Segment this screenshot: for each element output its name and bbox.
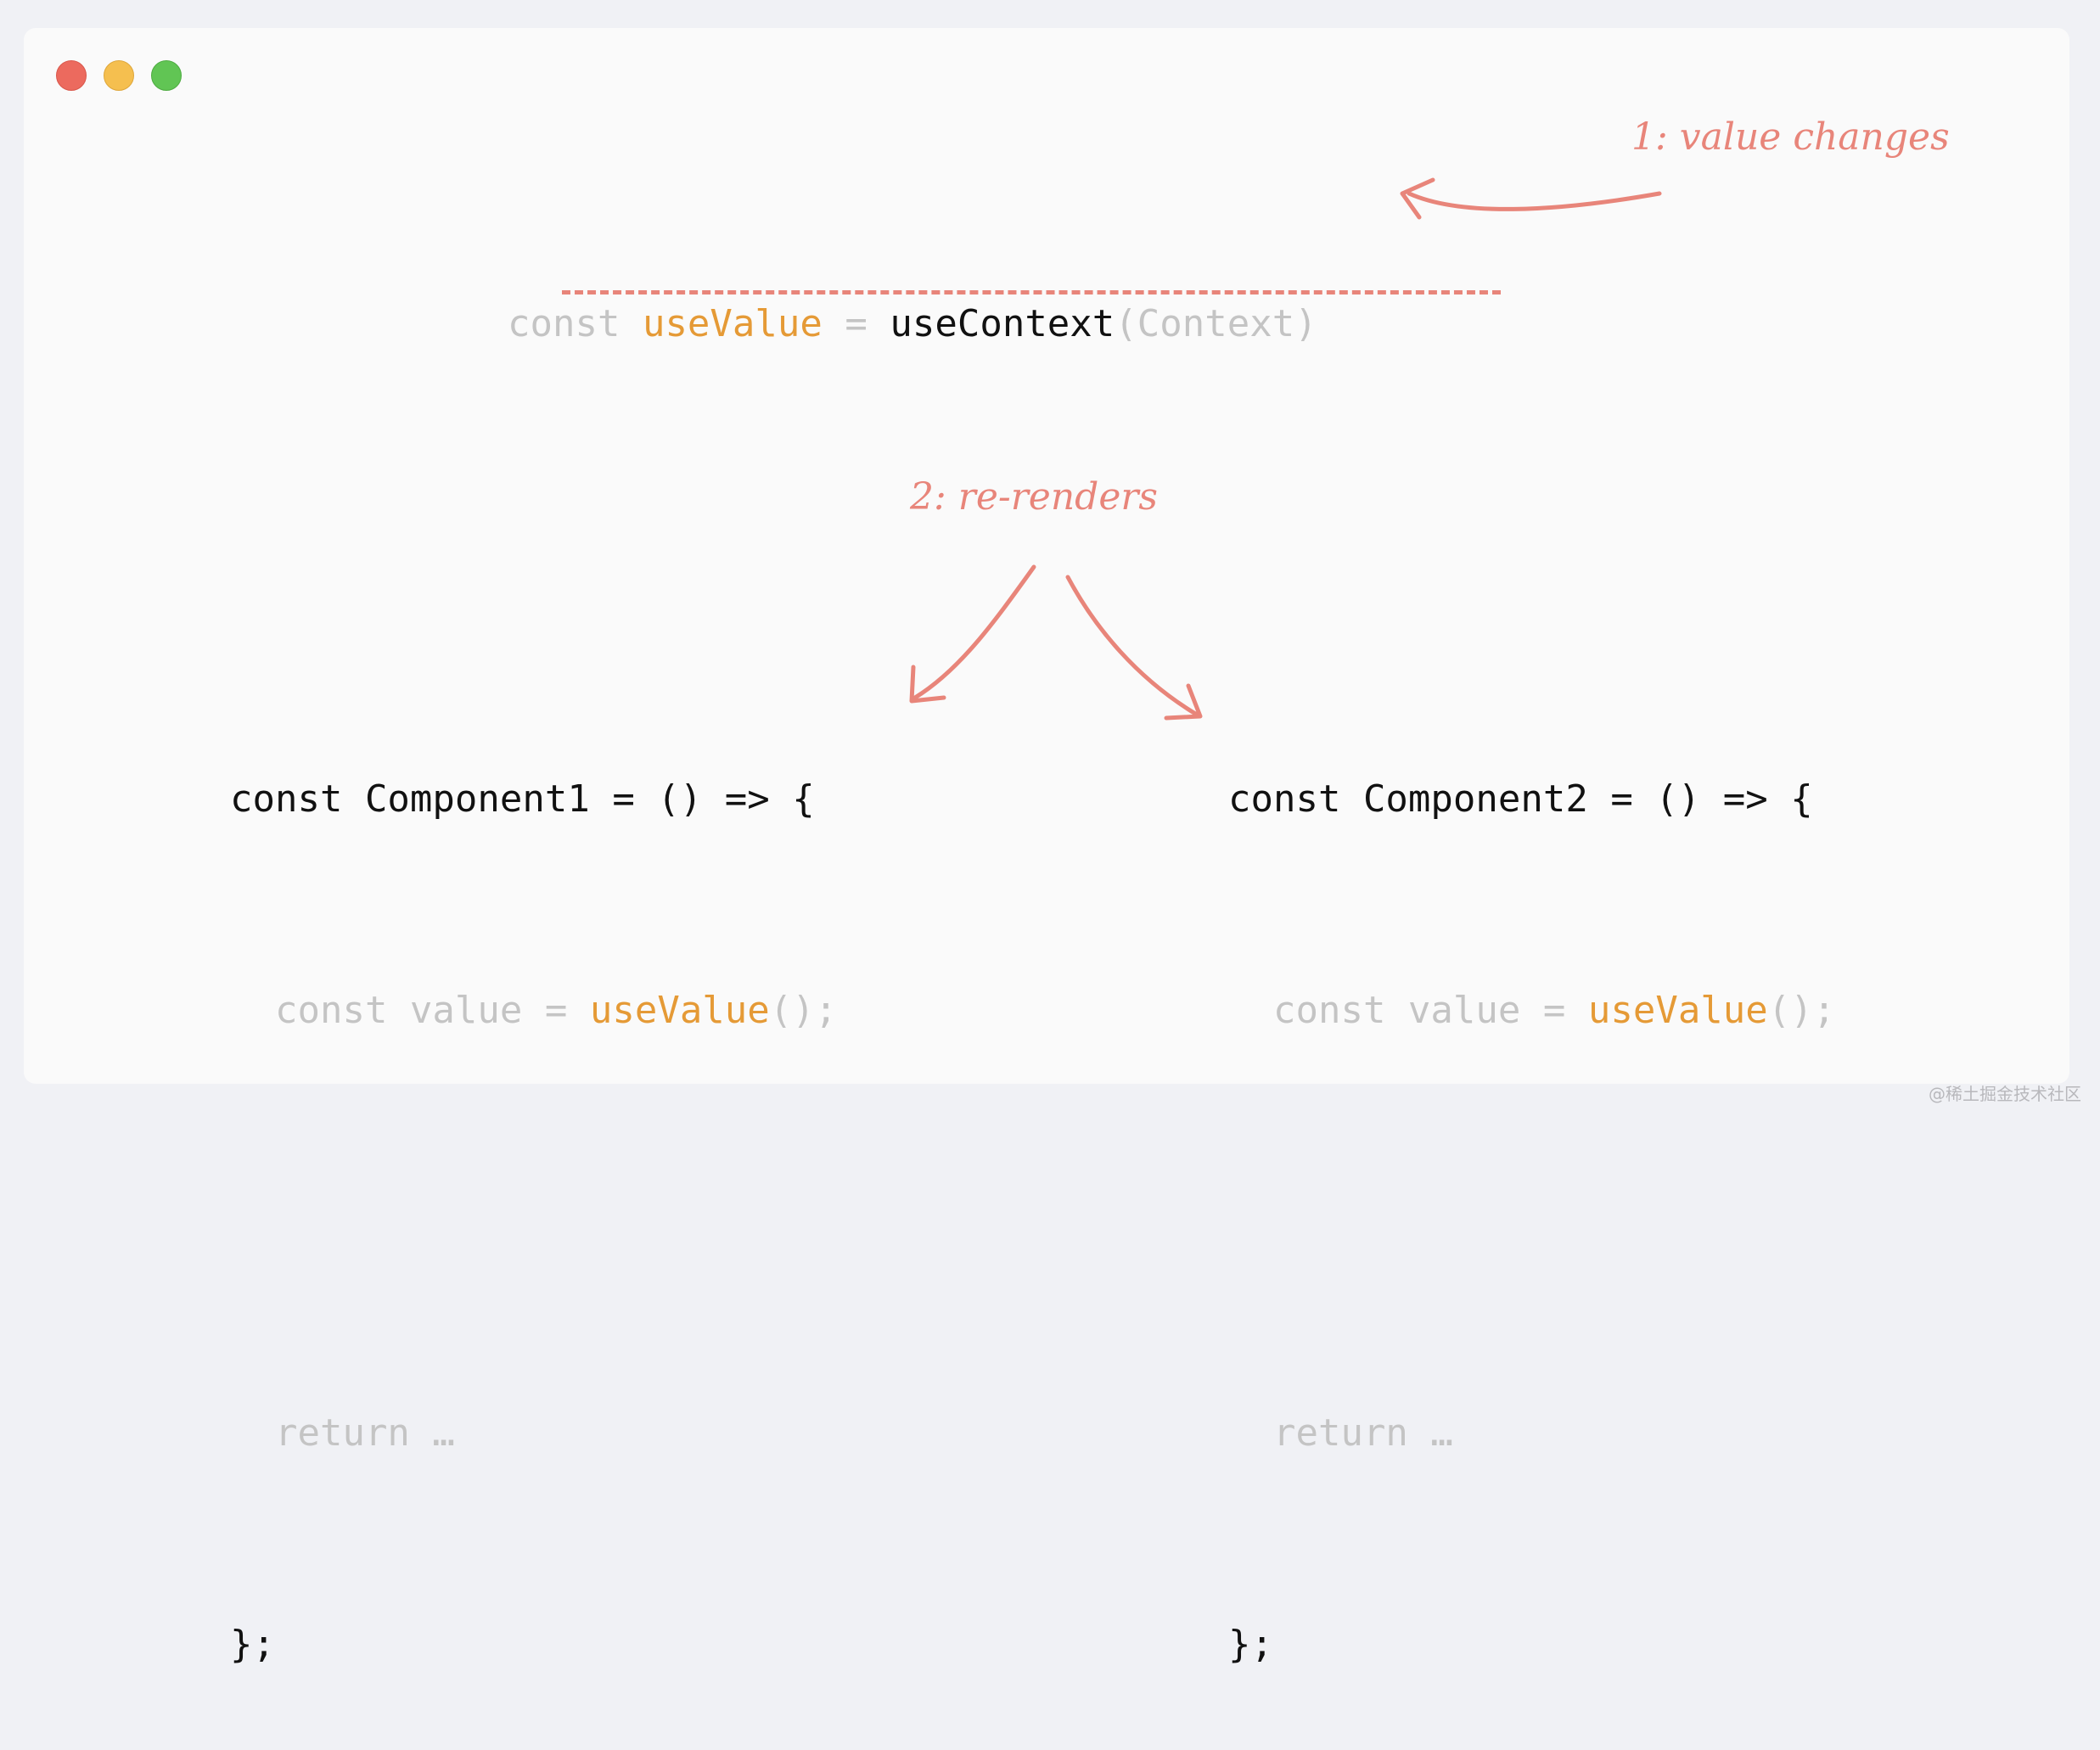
rerender-arrow-right (1068, 577, 1197, 715)
component1-close: }; (230, 1609, 837, 1680)
component1-return: return … (275, 1411, 455, 1455)
component2-close: }; (1228, 1609, 1835, 1680)
arrows-layer (0, 0, 2100, 1110)
component2-return: return … (1273, 1411, 1453, 1455)
value-change-arrow (1409, 194, 1659, 209)
rerender-arrow-left (915, 567, 1034, 698)
watermark: @稀土掘金技术社区 (1929, 1080, 2081, 1105)
